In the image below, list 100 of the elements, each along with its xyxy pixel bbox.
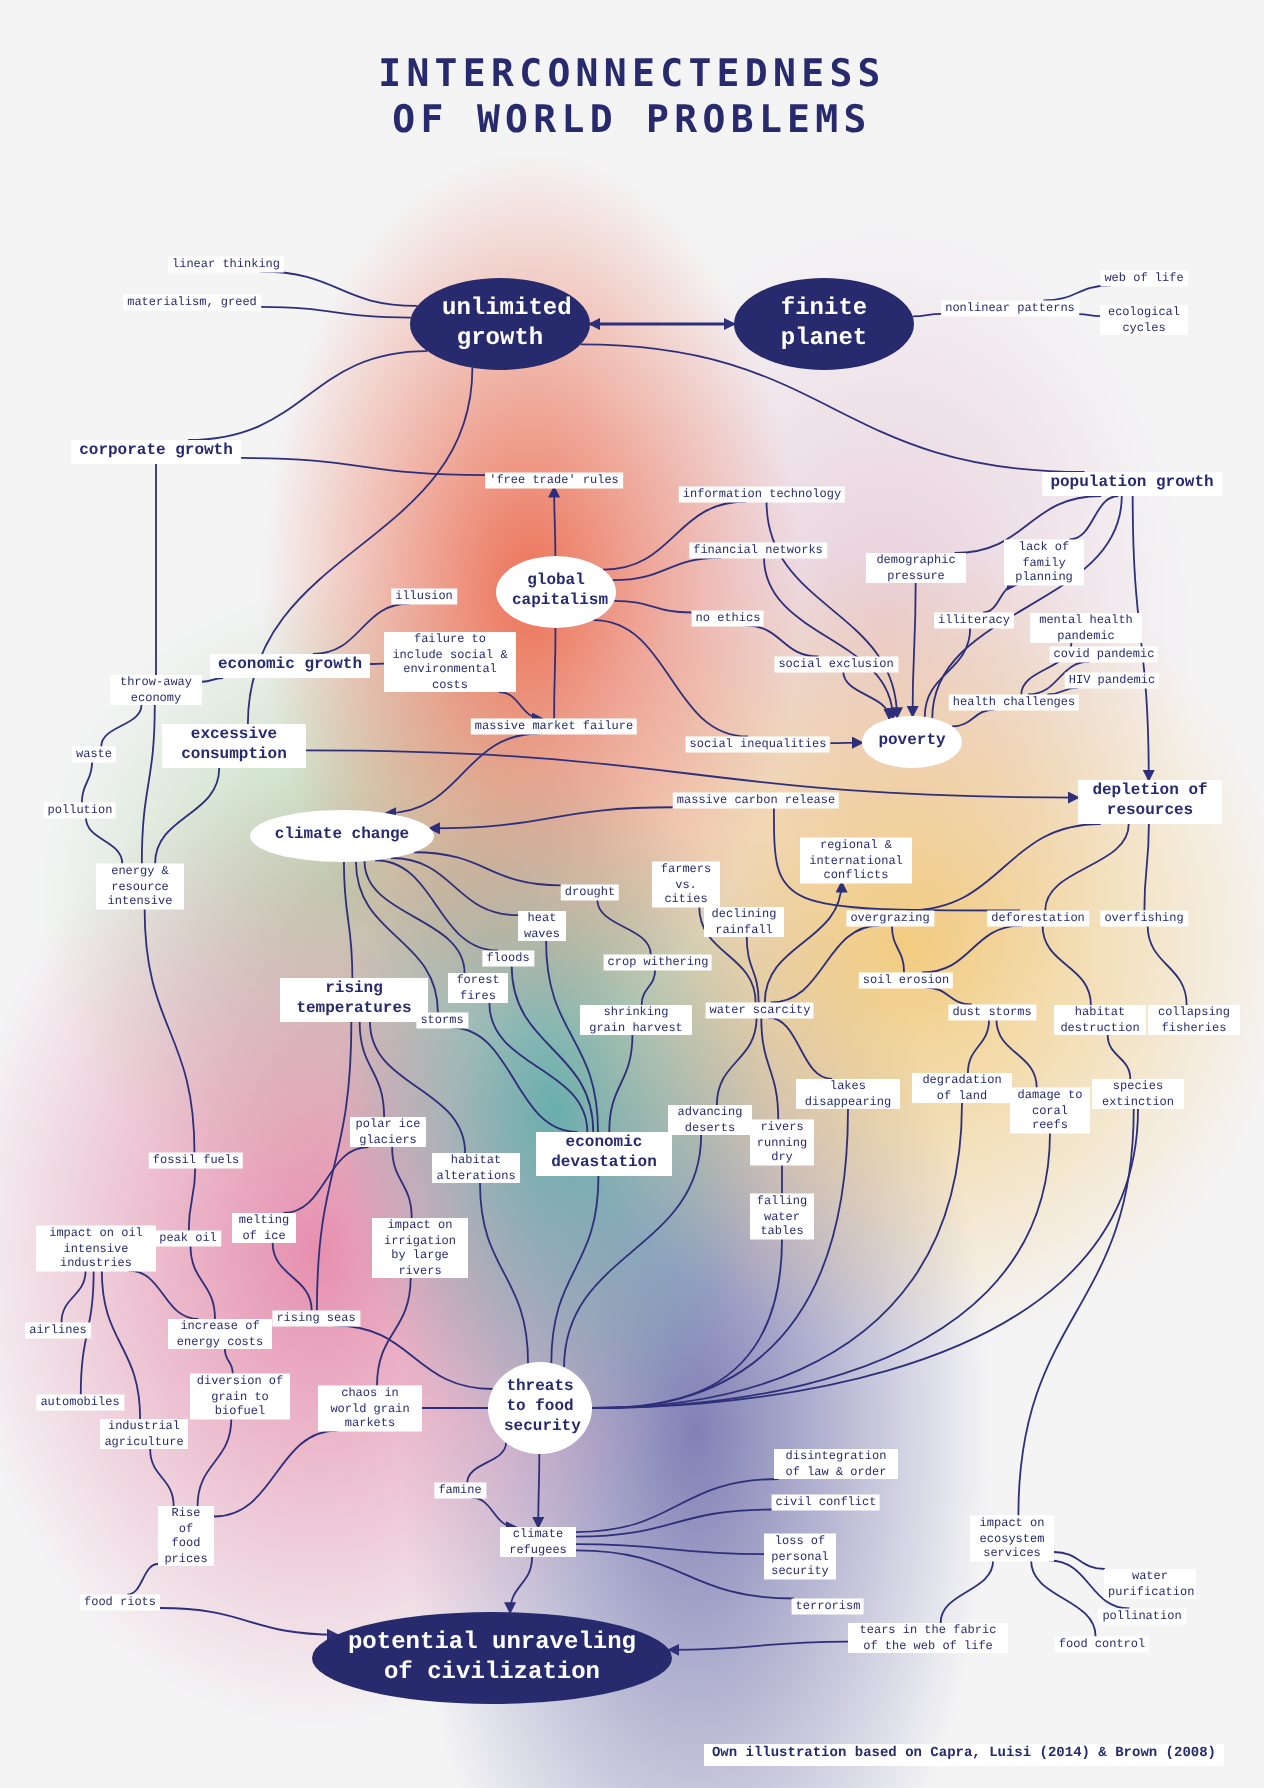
topic-box: corporate growth (71, 440, 241, 464)
connector (391, 1146, 413, 1219)
connector (412, 851, 562, 887)
connector (376, 1277, 412, 1387)
connector (143, 907, 196, 1154)
connector (715, 1016, 758, 1106)
connector (246, 366, 474, 725)
connector (390, 857, 519, 917)
connector (532, 1453, 545, 1529)
connector (1044, 823, 1130, 912)
connector (891, 924, 905, 974)
connector (479, 1182, 529, 1365)
connector (140, 704, 156, 865)
connector (196, 1417, 233, 1507)
connector (1041, 924, 1092, 1006)
connector (316, 1021, 353, 1312)
topic-box: depletion of resources (1078, 780, 1222, 824)
connector (1077, 313, 1101, 317)
connector (579, 343, 1086, 473)
connector (763, 556, 898, 720)
connector (545, 940, 599, 1133)
connector (201, 677, 224, 683)
connector (563, 1134, 703, 1369)
connector (343, 861, 354, 979)
topic-box: economic growth (210, 654, 370, 678)
connector (667, 1640, 849, 1656)
connector (640, 968, 657, 1006)
connector (1030, 1559, 1097, 1638)
connector (282, 1146, 370, 1214)
connector (421, 1407, 489, 1409)
connector (259, 306, 412, 319)
connector (466, 1441, 507, 1484)
connector (829, 736, 864, 749)
connector (369, 662, 385, 665)
connector (967, 1018, 990, 1074)
ellipse-node: finite planet (734, 278, 914, 370)
connector (613, 599, 693, 614)
ellipse-node: threats to food security (488, 1362, 592, 1454)
topic-box: excessive consumption (162, 724, 306, 768)
title: INTERCONNECTEDNESS OF WORLD PROBLEMS (376, 52, 888, 144)
connector (588, 318, 736, 330)
ellipse-node: potential unraveling of civilization (312, 1612, 672, 1704)
ellipse-node: climate change (250, 810, 434, 862)
connector (781, 1163, 783, 1195)
connector (187, 1166, 197, 1232)
connector (126, 1563, 159, 1596)
connector (575, 1508, 773, 1538)
connector (911, 313, 943, 318)
connector (358, 1021, 386, 1118)
connector (239, 457, 487, 477)
connector (591, 1237, 783, 1409)
connector (159, 1607, 339, 1641)
connector (187, 350, 429, 441)
connector (923, 626, 972, 718)
connector (155, 463, 157, 676)
connector (698, 905, 757, 1004)
connector (1053, 1551, 1106, 1570)
connector (553, 627, 557, 720)
connector (363, 860, 466, 974)
ellipse-node: poverty (862, 716, 962, 768)
connector (575, 1543, 765, 1555)
connector (504, 1556, 533, 1615)
ellipse-node: global capitalism (496, 556, 616, 628)
connector (488, 1002, 589, 1133)
connector (497, 691, 544, 724)
connector (1143, 823, 1150, 912)
connector (575, 1549, 795, 1600)
connector (80, 760, 94, 804)
connector (995, 1018, 1038, 1089)
connector (223, 1348, 234, 1375)
connector (1146, 924, 1188, 1006)
connector (154, 767, 221, 865)
connector (575, 1478, 780, 1533)
connector (100, 704, 143, 748)
connector (374, 859, 499, 952)
connector (369, 1021, 466, 1154)
connector (906, 582, 919, 718)
connector (355, 860, 439, 1014)
connector (592, 619, 749, 738)
connector (1048, 1559, 1131, 1610)
connector (608, 1034, 634, 1133)
connector (305, 749, 1080, 804)
connector (85, 816, 124, 865)
connector (100, 1269, 142, 1420)
connector (79, 1269, 95, 1396)
connector (596, 898, 652, 956)
connector (939, 1559, 994, 1624)
connector (953, 495, 1103, 554)
connector (271, 1242, 313, 1312)
connector (1017, 1108, 1135, 1517)
connector (1068, 495, 1120, 541)
connector (548, 485, 561, 557)
connector (427, 806, 674, 835)
connector (189, 1244, 216, 1320)
ellipse-node: unlimited growth (410, 278, 590, 370)
connector (1106, 1034, 1132, 1080)
connector (763, 880, 847, 1004)
topic-box: economic devastation (536, 1132, 672, 1176)
connector (550, 1175, 600, 1364)
connector (905, 823, 1102, 912)
